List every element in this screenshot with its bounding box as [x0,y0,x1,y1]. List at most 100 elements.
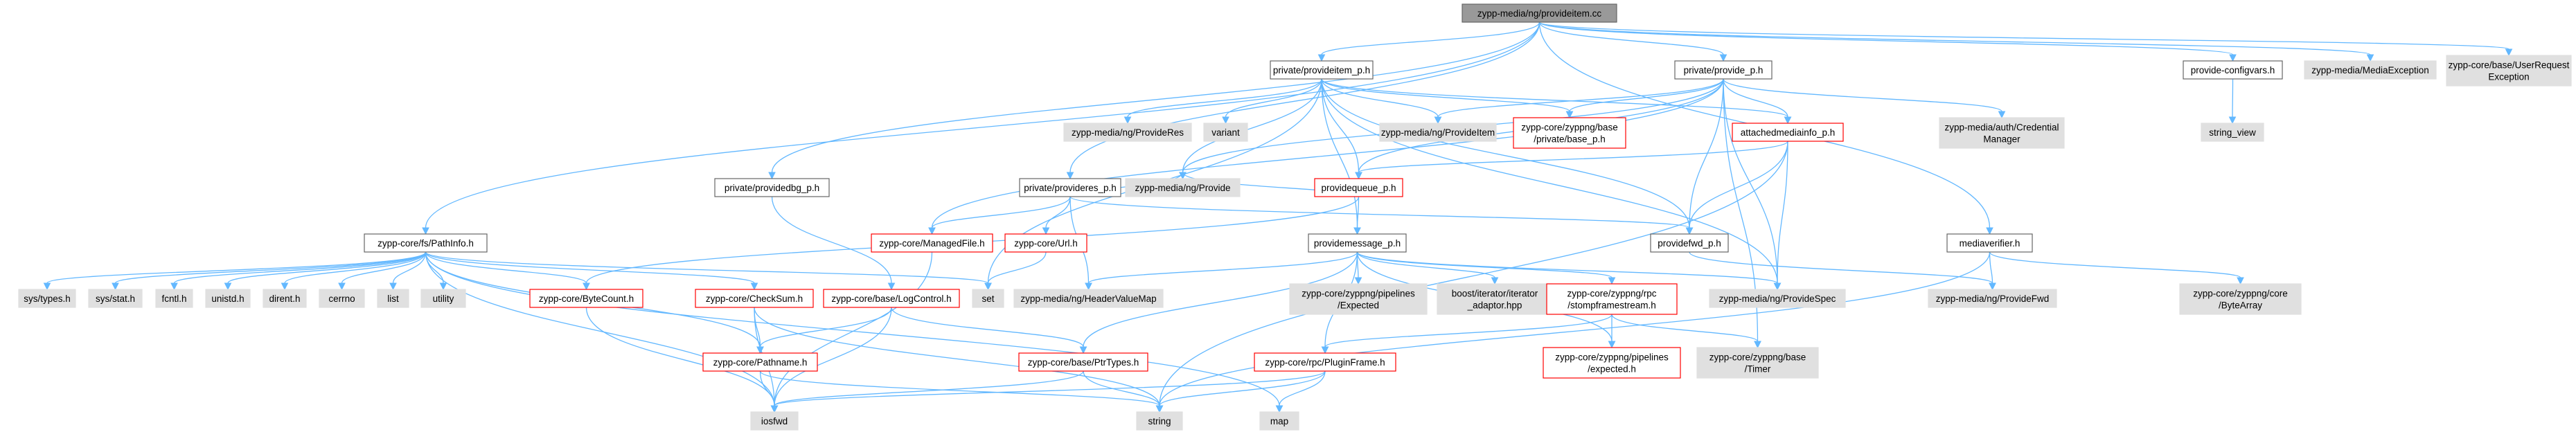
edge-arrowhead-root-to-pathinfo [422,227,429,235]
node-base_p[interactable]: zypp-core/zyppng/base/private/base_p.h [1513,117,1626,149]
node-pipelines_expected_h[interactable]: zypp-core/zyppng/pipelines/expected.h [1543,347,1681,379]
node-iosfwd: iosfwd [750,411,799,431]
node-pluginframe[interactable]: zypp-core/rpc/PluginFrame.h [1254,352,1396,372]
node-cerrno: cerrno [319,289,365,308]
node-label-ptrtypes: zypp-core/base/PtrTypes.h [1028,357,1139,368]
edge-arrowhead-mediaverifier-to-ng_providefwd [1989,282,1996,291]
node-provide_p[interactable]: private/provide_p.h [1674,60,1773,80]
edge-pathinfo-to-cerrno [341,251,427,284]
node-label-iosfwd: iosfwd [761,416,788,426]
edge-provide_p-to-credential_manager [1723,78,2002,112]
node-stompframestream[interactable]: zypp-core/zyppng/rpc/stompframestream.h [1546,283,1678,315]
node-box-ng_provideitem [1379,123,1497,142]
edge-arrowhead-root-to-provide_configvars [2229,54,2237,62]
edge-arrowhead-provideres_p-to-managedfile [928,227,936,235]
node-box-ng_providefwd [1928,289,2057,308]
edge-arrowhead-root-to-media_exception [2366,54,2374,62]
node-box-utility [420,289,466,308]
node-providefwd_p[interactable]: providefwd_p.h [1650,233,1729,253]
node-logcontrol[interactable]: zypp-core/base/LogControl.h [823,289,960,308]
edge-arrowhead-logcontrol-to-pathname [756,346,764,354]
edge-pathinfo-to-sys_stat [114,251,427,284]
node-label-map: map [1270,416,1288,426]
node-root[interactable]: zypp-media/ng/provideitem.cc [1462,3,1617,23]
edge-pathname-to-string [759,370,1160,406]
edge-arrowhead-provideitem_p-to-ng_provideres [1123,116,1132,125]
edge-stompframestream-to-timer [1611,314,1759,342]
edge-arrowhead-provide_p-to-attachedmediainfo_p [1784,116,1792,125]
node-label-attachedmediainfo_p: attachedmediainfo_p.h [1741,127,1836,138]
node-providemessage_p[interactable]: providemessage_p.h [1308,233,1407,253]
node-mediaverifier[interactable]: mediaverifier.h [1946,233,2033,253]
edge-provideitem_p-to-base_p [1321,78,1570,112]
edge-mediaverifier-to-bytearray [1989,251,2241,278]
node-url[interactable]: zypp-core/Url.h [1004,233,1087,253]
node-sys_stat: sys/stat.h [88,289,143,308]
edge-arrowhead-pluginframe-to-map [1275,405,1283,413]
edge-arrowhead-providedbg_p-to-logcontrol [887,282,896,291]
edge-provideitem_p-to-ng_provide [1182,78,1322,173]
edge-arrowhead-root-to-provideitem_p [1317,54,1326,62]
edge-arrowhead-pathinfo-to-fcntl [170,282,178,291]
node-label-bytearray: /ByteArray [2219,300,2262,311]
edge-mediaverifier-to-ng_providefwd [1989,251,1993,284]
node-attachedmediainfo_p[interactable]: attachedmediainfo_p.h [1732,123,1844,142]
node-provide_configvars[interactable]: provide-configvars.h [2183,60,2283,80]
edge-logcontrol-to-ptrtypes [891,307,1084,348]
node-box-sys_stat [88,289,143,308]
node-list: list [377,289,409,308]
node-box-providedbg_p [714,178,830,197]
node-ptrtypes[interactable]: zypp-core/base/PtrTypes.h [1018,352,1148,372]
node-bytecount[interactable]: zypp-core/ByteCount.h [529,289,643,308]
node-box-pipelines_expected_ext [1289,283,1428,315]
edge-pathinfo-to-dirent [284,251,427,284]
node-providequeue_p[interactable]: providequeue_p.h [1314,178,1403,197]
edge-arrowhead-attachedmediainfo_p-to-providequeue_p [1355,172,1362,180]
node-ng_provide: zypp-media/ng/Provide [1125,178,1241,197]
edge-provideres_p-to-managedfile [931,196,1071,228]
edge-pluginframe-to-map [1279,370,1326,406]
edge-attachedmediainfo_p-to-providequeue_p [1358,141,1788,173]
node-providedbg_p[interactable]: private/providedbg_p.h [714,178,830,197]
node-box-credential_manager [1939,117,2065,149]
node-string_view: string_view [2201,123,2264,142]
node-box-pathinfo [364,233,488,253]
node-managedfile[interactable]: zypp-core/ManagedFile.h [871,233,993,253]
node-label-variant: variant [1211,127,1240,138]
node-headervaluemap: zypp-media/ng/HeaderValueMap [1013,289,1164,308]
edge-pathinfo-to-map [425,251,1280,406]
node-label-pipelines_expected_ext: /Expected [1338,300,1379,311]
edge-checksum-to-pathname [754,307,761,348]
node-box-base_p [1513,117,1626,149]
node-label-pipelines_expected_ext: zypp-core/zyppng/pipelines [1302,289,1415,299]
edge-providemessage_p-to-iterator_adaptor [1356,251,1495,278]
edge-arrowhead-root-to-provide_p [1719,54,1727,62]
node-pathname[interactable]: zypp-core/Pathname.h [702,352,818,372]
edge-provide_p-to-ng_provideitem [1437,78,1724,118]
node-label-ng_provideres: zypp-media/ng/ProvideRes [1072,127,1184,138]
edges-layer [43,21,2513,413]
edge-arrowhead-providemessage_p-to-iterator_adaptor [1491,277,1499,285]
node-provideres_p[interactable]: private/provideres_p.h [1019,178,1121,197]
node-box-bytecount [529,289,643,308]
node-timer: zypp-core/zyppng/base/Timer [1696,347,1819,379]
edge-pluginframe-to-string [1159,370,1326,406]
node-label-user_request_exception: Exception [2488,72,2529,82]
edge-arrowhead-provideres_p-to-ng_provide [1179,172,1187,180]
node-provideitem_p[interactable]: private/provideitem_p.h [1270,60,1374,80]
edge-ptrtypes-to-iosfwd [774,370,1084,406]
edge-providemessage_p-to-ptrtypes [1083,251,1358,348]
edge-provideres_p-to-url [1045,196,1071,228]
edge-arrowhead-provide_p-to-credential_manager [1998,111,2006,119]
node-box-provide_configvars [2183,60,2283,80]
node-pathinfo[interactable]: zypp-core/fs/PathInfo.h [364,233,488,253]
edge-arrowhead-provide_p-to-base_p [1565,111,1574,119]
node-box-string_view [2201,123,2264,142]
node-label-stompframestream: zypp-core/zyppng/rpc [1567,289,1656,299]
edge-pluginframe-to-iosfwd [774,370,1326,406]
edge-arrowhead-provideres_p-to-providefwd_p [1685,227,1694,235]
node-checksum[interactable]: zypp-core/CheckSum.h [695,289,814,308]
node-box-provideres_p [1019,178,1121,197]
edge-pathname-to-iosfwd [759,370,775,406]
